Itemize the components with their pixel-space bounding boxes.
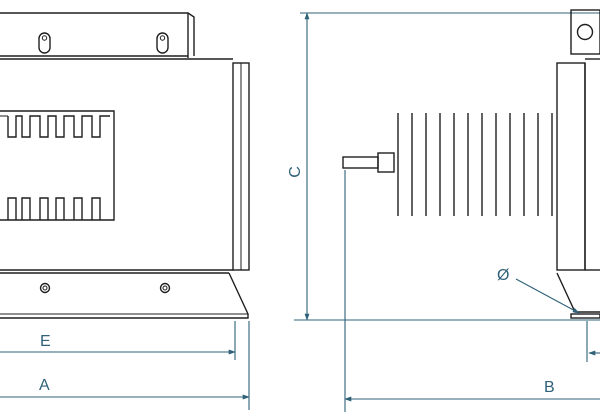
slot-hole-right [156,32,169,54]
dimension-b: B [344,170,600,412]
terminal-bolt [342,152,395,173]
dimension-a-label: A [39,377,50,394]
top-bracket [0,12,195,58]
front-view: E A [0,12,250,410]
side-body [556,9,600,319]
dimension-e-label: E [40,333,51,350]
dimension-b-label: B [544,379,555,396]
foot-hole-left [39,282,51,294]
side-view: C [287,9,600,412]
dimension-c: C [287,12,600,321]
transformer-body [0,58,250,271]
dimension-e: E [0,321,236,360]
dimension-c-label: C [287,166,304,178]
diameter-callout: Ø [497,267,580,314]
foot-width-dimension [586,321,600,362]
side-foot [570,313,600,319]
core-window [0,110,115,221]
side-end-plate [556,62,586,271]
base-foot [0,272,249,319]
side-bracket [570,9,600,55]
diameter-label: Ø [497,267,509,284]
foot-hole-right [159,282,171,294]
side-bracket-hole [576,23,594,41]
slot-hole-left [38,32,51,54]
dimension-a: A [0,321,250,410]
cooling-fins [397,113,553,216]
